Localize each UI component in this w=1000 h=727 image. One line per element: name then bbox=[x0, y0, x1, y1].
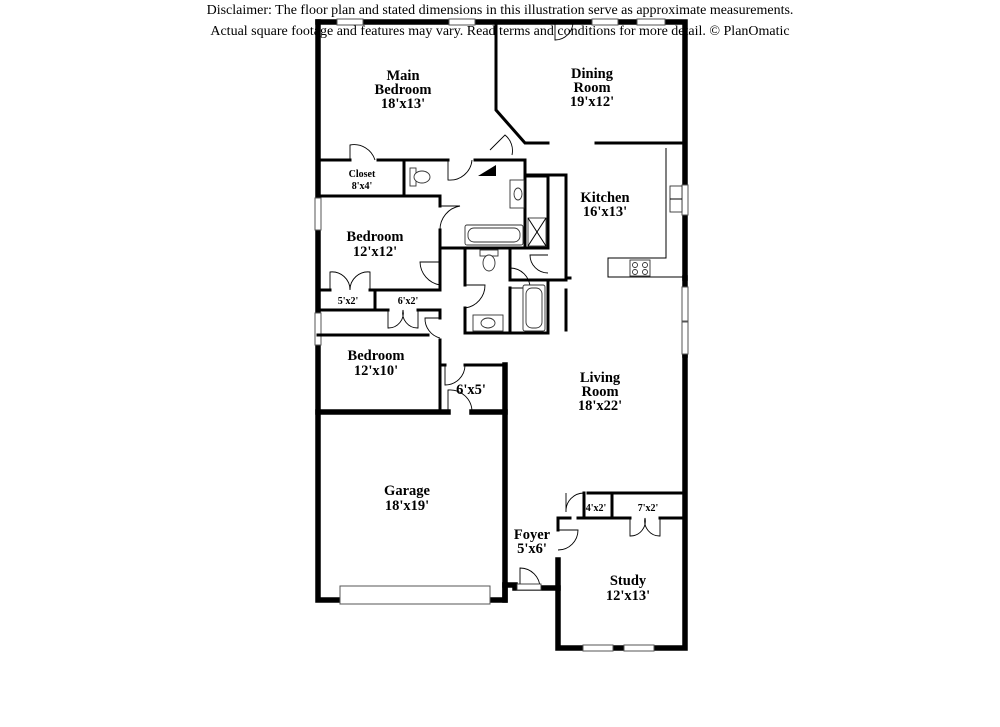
main-bedroom-label-2: Bedroom bbox=[375, 82, 432, 98]
closet-6x5-size: 6'x5' bbox=[456, 382, 486, 398]
closet-size: 8'x4' bbox=[352, 181, 373, 192]
dining-room-size: 19'x12' bbox=[570, 94, 614, 110]
closet-4x2-size: 4'x2' bbox=[586, 503, 607, 514]
closet-6x2-size: 6'x2' bbox=[398, 296, 419, 307]
kitchen-label: Kitchen bbox=[580, 190, 629, 206]
dining-room-label: Dining bbox=[571, 66, 614, 82]
disclaimer-line-1: Disclaimer: The floor plan and stated di… bbox=[206, 3, 794, 18]
bedroom-2-label: Bedroom bbox=[348, 348, 405, 364]
interior-walls bbox=[315, 20, 687, 532]
closet-7x2-size: 7'x2' bbox=[638, 503, 659, 514]
foyer-label: Foyer bbox=[514, 527, 551, 543]
main-bedroom-label: Main bbox=[386, 68, 419, 84]
garage-size: 18'x19' bbox=[385, 498, 429, 514]
main-bedroom-size: 18'x13' bbox=[381, 96, 425, 112]
doors bbox=[329, 21, 661, 589]
living-room-label-2: Room bbox=[581, 384, 618, 400]
fixtures bbox=[409, 165, 683, 591]
bedroom-2-size: 12'x10' bbox=[354, 363, 398, 379]
dining-room-label-2: Room bbox=[573, 80, 610, 96]
windows bbox=[314, 18, 689, 652]
bedroom-1-size: 12'x12' bbox=[353, 244, 397, 260]
foyer-size: 5'x6' bbox=[517, 541, 547, 557]
room-labels: Main Bedroom 18'x13' Dining Room 19'x12'… bbox=[338, 66, 659, 604]
closet-label: Closet bbox=[349, 169, 376, 180]
closet-5x2-size: 5'x2' bbox=[338, 296, 359, 307]
living-room-label: Living bbox=[580, 370, 621, 386]
disclaimer-line-2: Actual square footage and features may v… bbox=[210, 24, 790, 39]
study-size: 12'x13' bbox=[606, 588, 650, 604]
disclaimer: Disclaimer: The floor plan and stated di… bbox=[0, 0, 1000, 42]
living-room-size: 18'x22' bbox=[578, 398, 622, 414]
study-label: Study bbox=[610, 573, 647, 589]
bedroom-1-label: Bedroom bbox=[347, 229, 404, 245]
garage-label: Garage bbox=[384, 483, 430, 499]
kitchen-size: 16'x13' bbox=[583, 204, 627, 220]
